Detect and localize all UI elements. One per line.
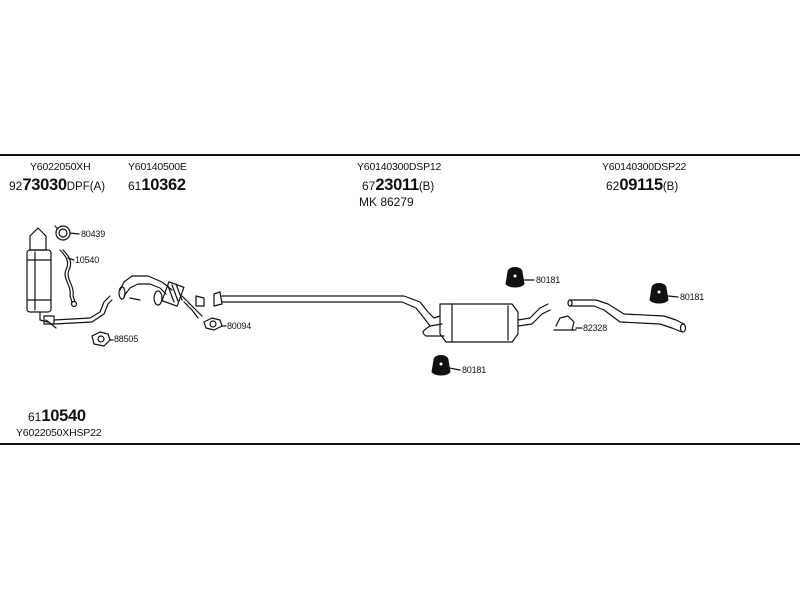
leader-80181-rear: [667, 295, 679, 298]
gasket-88505: [91, 331, 111, 347]
part-number-main: 10540: [41, 407, 86, 425]
part-prefix: 92: [9, 179, 23, 193]
part-number-rear-pipe: 6209115(B): [606, 177, 678, 194]
code-second-section: Y60140500E: [128, 161, 187, 173]
gasket-80094: [203, 317, 223, 331]
middle-silencer: [439, 303, 551, 343]
callout-80181-rear: 80181: [680, 292, 705, 302]
sensor-wire-10540: [59, 249, 78, 308]
part-number-front-pipe: 6110362: [128, 177, 186, 194]
middle-pipe: [221, 295, 445, 337]
part-suffix: DPF(A): [66, 181, 106, 193]
callout-80439: 80439: [81, 229, 106, 239]
top-divider-line: [0, 154, 800, 156]
clamp-ring-80439: [54, 225, 80, 241]
leader-80181-lower: [448, 367, 461, 371]
rubber-hanger-80181-lower: [431, 355, 451, 376]
mounting-kit-number: MK 86279: [359, 195, 414, 209]
part-number-main: 10362: [141, 176, 186, 194]
part-number-middle-silencer: 6723011(B): [362, 177, 434, 194]
bottom-divider-line: [0, 443, 800, 445]
rubber-hanger-80181-front: [505, 267, 525, 288]
callout-80094: 80094: [227, 321, 252, 331]
part-suffix: (B): [662, 181, 679, 193]
callout-10540: 10540: [75, 255, 100, 265]
callout-82328: 82328: [583, 323, 608, 333]
dpf-unit: [26, 227, 113, 329]
part-number-main: 73030: [22, 176, 67, 194]
part-number-main: 09115: [619, 176, 663, 194]
callout-80181-front: 80181: [536, 275, 561, 285]
rubber-hanger-80181-rear: [649, 283, 669, 304]
code-rear-section: Y60140300DSP22: [602, 161, 687, 173]
part-number-main: 23011: [375, 176, 419, 194]
part-prefix: 61: [128, 179, 142, 193]
code-front-section: Y6022050XH: [30, 161, 91, 173]
code-kit: Y6022050XHSP22: [16, 427, 102, 439]
front-pipe-flex: [118, 275, 223, 319]
part-suffix: (B): [418, 181, 435, 193]
part-prefix: 62: [606, 179, 620, 193]
part-prefix: 67: [362, 179, 376, 193]
callout-80181-lower: 80181: [462, 365, 487, 375]
code-middle-section: Y60140300DSP12: [357, 161, 442, 173]
part-number-dpf: 9273030DPF(A): [9, 177, 105, 194]
part-number-kit: 6110540: [28, 408, 86, 425]
callout-88505: 88505: [114, 334, 139, 344]
rear-pipe: [567, 299, 687, 333]
part-prefix: 61: [28, 410, 42, 424]
clamp-82328: [553, 315, 583, 331]
